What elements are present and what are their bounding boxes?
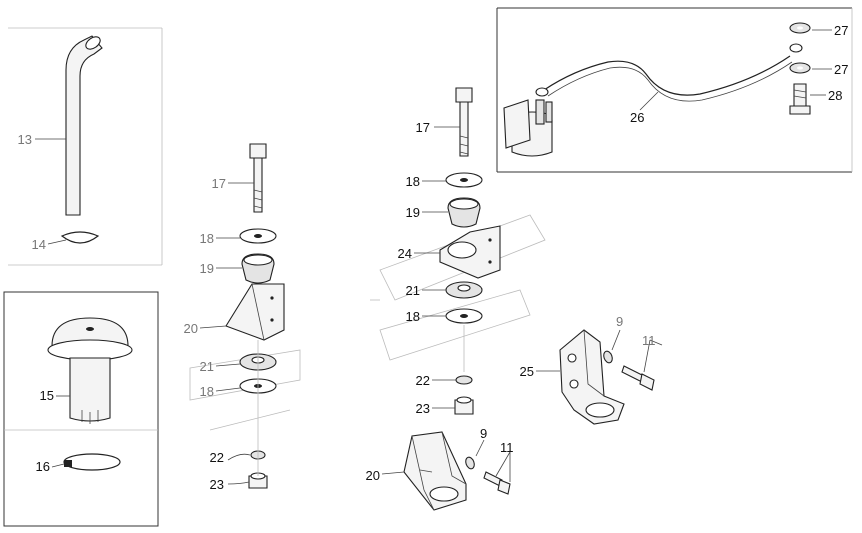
callout-m21: 21 <box>200 359 214 374</box>
callout-r24: 24 <box>398 246 412 261</box>
callout-m22: 22 <box>210 450 224 465</box>
rain-cap <box>51 317 129 347</box>
middle-mount-stack <box>189 143 301 489</box>
cap-tube <box>69 357 111 422</box>
callout-m17: 17 <box>212 176 226 191</box>
air-cap-panel <box>3 291 159 527</box>
callout-r9b: 9 <box>616 314 623 329</box>
spring-washer-side <box>603 350 613 364</box>
pipe-clamp <box>60 231 100 244</box>
callout-r19: 19 <box>406 205 420 220</box>
callout-t26: 26 <box>630 110 644 125</box>
lower-bracket-group <box>381 431 511 511</box>
callout-t27b: 27 <box>834 62 848 77</box>
brake-hose <box>543 55 791 96</box>
banjo-bolt <box>793 83 807 107</box>
callout-r17: 17 <box>416 120 430 135</box>
callout-r18a: 18 <box>406 174 420 189</box>
callout-t27a: 27 <box>834 23 848 38</box>
callout-14: 14 <box>32 237 46 252</box>
hose-panel <box>496 7 853 173</box>
callout-r11b: 11 <box>642 333 656 348</box>
callout-m18a: 18 <box>200 231 214 246</box>
callout-m20: 20 <box>184 321 198 336</box>
exhaust-pipe-panel <box>8 27 163 266</box>
callout-r11a: 11 <box>500 440 514 455</box>
callout-m23: 23 <box>210 477 224 492</box>
callout-16: 16 <box>36 459 50 474</box>
mount-bracket <box>225 283 285 341</box>
callout-r18b: 18 <box>406 309 420 324</box>
right-mount-stack <box>370 87 546 415</box>
callout-r25: 25 <box>520 364 534 379</box>
callout-r22: 22 <box>416 373 430 388</box>
hose-clamp <box>63 453 121 471</box>
callout-r20: 20 <box>366 468 380 483</box>
callout-m18b: 18 <box>200 384 214 399</box>
bolt-right <box>455 87 473 103</box>
callout-m19: 19 <box>200 261 214 276</box>
callout-r21: 21 <box>406 283 420 298</box>
callout-r23: 23 <box>416 401 430 416</box>
bolt <box>249 143 267 159</box>
spring-washer <box>465 456 475 470</box>
exhaust-pipe <box>65 35 103 216</box>
callout-15: 15 <box>40 388 54 403</box>
callout-13: 13 <box>18 132 32 147</box>
callout-r9a: 9 <box>480 426 487 441</box>
lock-washer-right <box>455 375 473 385</box>
side-bracket <box>559 329 625 425</box>
callout-t28: 28 <box>828 88 842 103</box>
side-bracket-group <box>536 329 663 425</box>
